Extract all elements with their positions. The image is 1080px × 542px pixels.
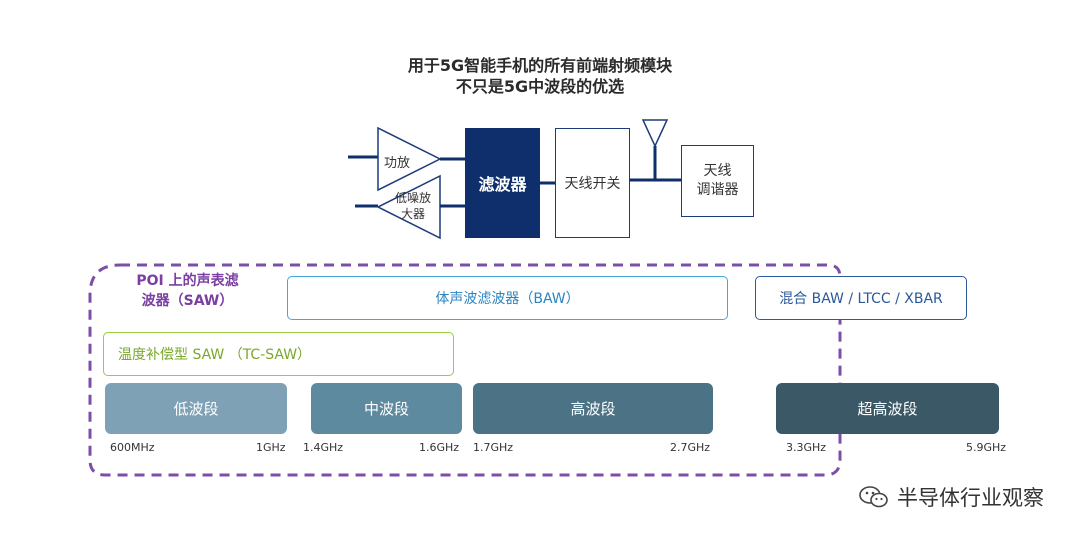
band-high-start-freq: 1.7GHz	[473, 441, 514, 454]
band-mid-start-freq: 1.4GHz	[303, 441, 344, 454]
band-high-label: 高波段	[570, 400, 616, 418]
antenna-switch-label: 天线开关	[564, 176, 621, 192]
diagram-title-line1: 用于5G智能手机的所有前端射频模块	[407, 56, 673, 75]
band-mid-end-freq: 1.6GHz	[419, 441, 460, 454]
antenna-icon	[641, 119, 669, 148]
power-amp-triangle	[377, 126, 442, 192]
band-mid-label: 中波段	[363, 400, 409, 418]
band-high-end-freq: 2.7GHz	[670, 441, 711, 454]
tc-saw-filter-label: 温度补偿型 SAW （TC-SAW）	[118, 347, 312, 363]
antenna-tuner-label-line2: 调谐器	[696, 182, 739, 198]
band-ultra-high-end-freq: 5.9GHz	[966, 441, 1007, 454]
band-low-label: 低波段	[173, 400, 219, 418]
band-high: 高波段	[473, 383, 713, 434]
filter-label: 滤波器	[478, 175, 527, 194]
band-ultra-high-start-freq: 3.3GHz	[786, 441, 827, 454]
lna-label-line2: 大器	[400, 207, 425, 221]
band-mid: 中波段	[311, 383, 462, 434]
lna-label-line1: 低噪放	[395, 191, 432, 205]
poi-saw-dashed-region	[88, 263, 842, 477]
baw-filter-box: 体声波滤波器（BAW）	[287, 276, 728, 320]
band-low-end-freq: 1GHz	[256, 441, 286, 454]
band-low-start-freq: 600MHz	[110, 441, 155, 454]
diagram-title-line2: 不只是5G中波段的优选	[455, 77, 625, 96]
poi-saw-label-line2: 波器（SAW）	[141, 293, 234, 309]
poi-saw-label: POI 上的声表滤 波器（SAW）	[130, 271, 245, 311]
antenna-tuner-label-line1: 天线	[703, 163, 732, 179]
baw-filter-label: 体声波滤波器（BAW）	[435, 291, 580, 307]
antenna-tuner-block: 天线 调谐器	[681, 145, 754, 217]
filter-block: 滤波器	[465, 128, 540, 238]
lna-label: 低噪放 大器	[395, 190, 431, 222]
wechat-icon	[859, 486, 888, 508]
power-amp-label: 功放	[384, 156, 411, 171]
tc-saw-filter-box: 温度补偿型 SAW （TC-SAW）	[103, 332, 454, 376]
hybrid-filter-box: 混合 BAW / LTCC / XBAR	[755, 276, 967, 320]
hybrid-filter-label: 混合 BAW / LTCC / XBAR	[779, 291, 943, 307]
band-low: 低波段	[105, 383, 287, 434]
band-ultra-high: 超高波段	[776, 383, 999, 434]
watermark: 半导体行业观察	[859, 482, 1044, 512]
poi-saw-label-line1: POI 上的声表滤	[136, 273, 239, 289]
antenna-switch-block: 天线开关	[555, 128, 630, 238]
band-ultra-high-label: 超高波段	[857, 400, 918, 418]
watermark-text: 半导体行业观察	[897, 486, 1044, 510]
